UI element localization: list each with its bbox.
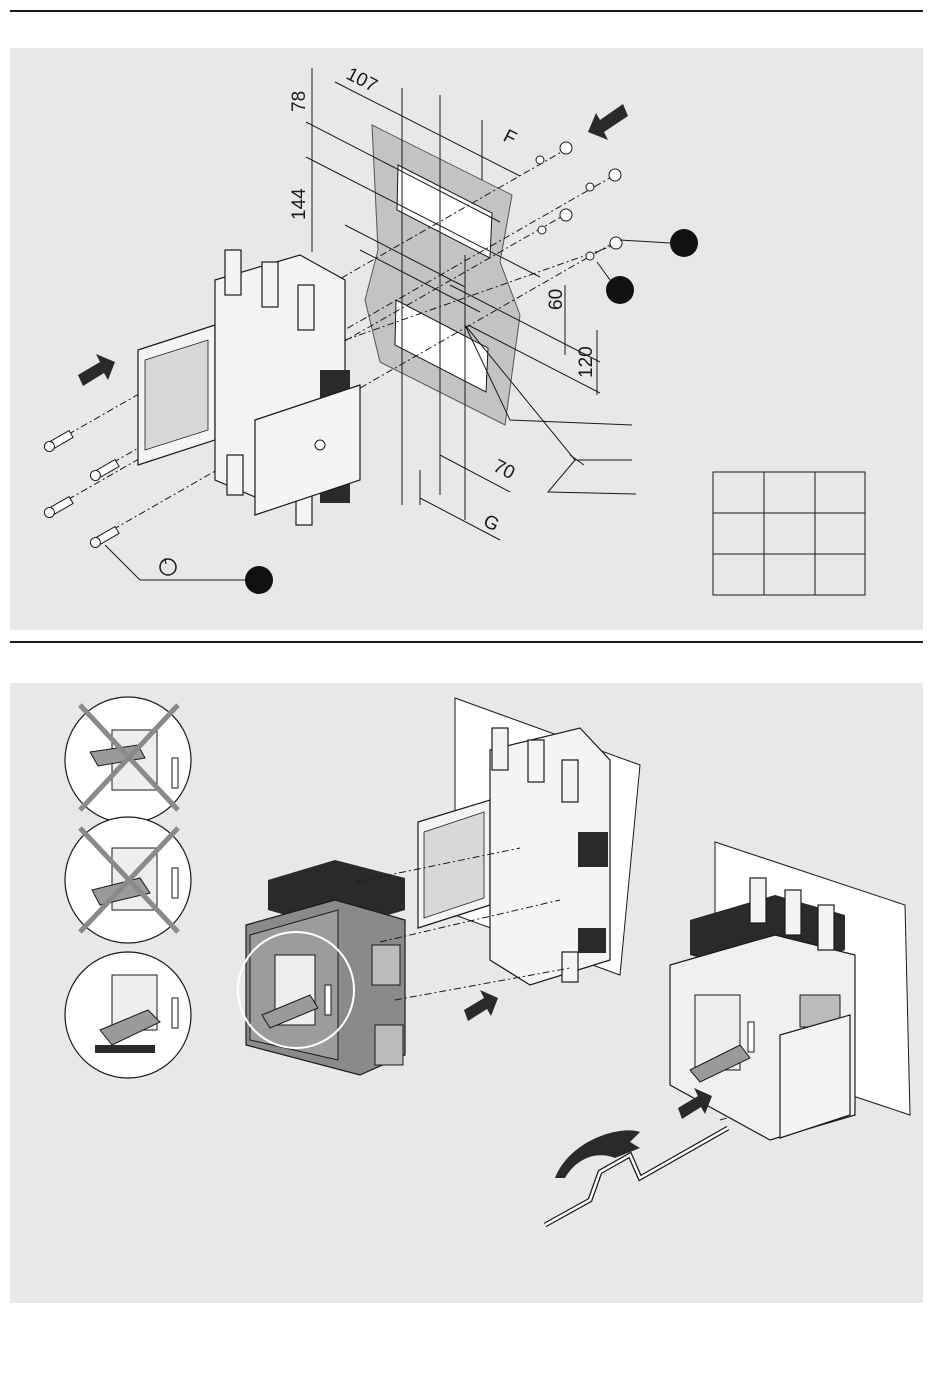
check-view-3-correct [65, 952, 191, 1078]
dim-70: 70 [490, 456, 518, 484]
dim-120: 120 [576, 346, 597, 378]
racking-handle [545, 1128, 728, 1225]
check-view-1-incorrect [65, 697, 191, 823]
check-view-2-incorrect [65, 817, 191, 943]
dim-78: 78 [289, 91, 310, 112]
reference-table [713, 472, 865, 595]
dim-G: G [480, 511, 503, 536]
dim-107: 107 [343, 64, 381, 97]
breaker-body [238, 860, 405, 1075]
dim-F: F [500, 126, 520, 150]
nuts-and-washers [536, 142, 622, 260]
breaker-cradle-top [138, 250, 360, 525]
cradle-bottom [418, 728, 610, 985]
dim-60: 60 [546, 289, 567, 310]
dim-144: 144 [289, 188, 310, 220]
screws [43, 430, 120, 550]
